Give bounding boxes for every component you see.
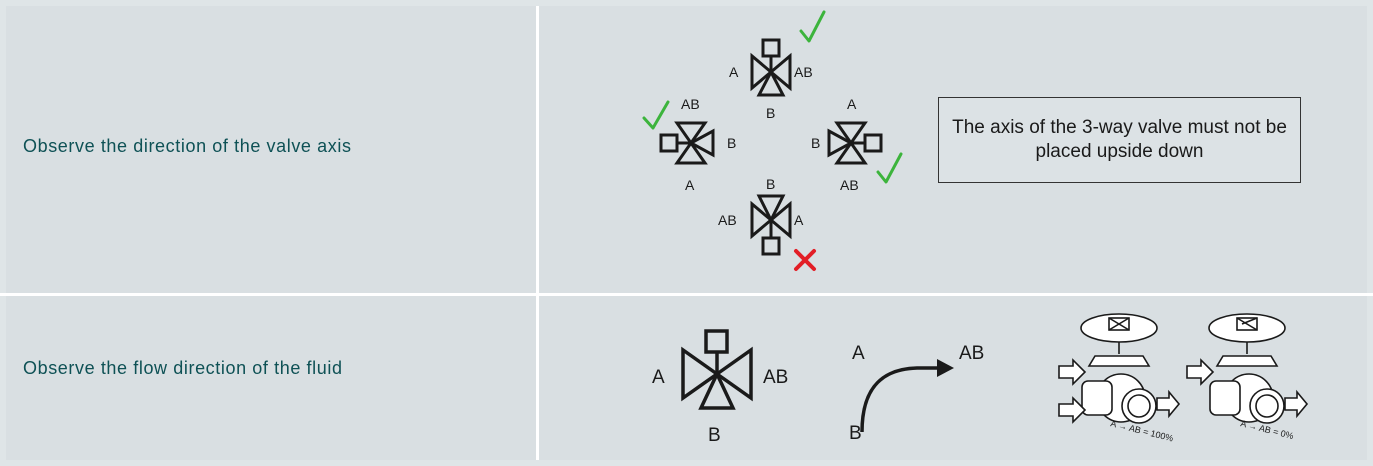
row-label: Observe the flow direction of the fluid	[23, 358, 343, 378]
valve-top-label-ab: AB	[794, 64, 813, 80]
valve-label-a: A	[652, 367, 665, 388]
valve-actuator-icon	[1186, 313, 1309, 424]
flow-label-b: B	[849, 423, 862, 444]
cross-icon	[794, 249, 816, 271]
row-label: Observe the direction of the valve axis	[23, 136, 352, 156]
figure-cell: A AB B AB B A	[539, 6, 1367, 293]
checkmark-icon	[642, 100, 670, 130]
valve-bottom	[750, 194, 792, 256]
valve-label-ab: AB	[763, 367, 788, 388]
valve-axis-diagram: A AB B AB B A	[642, 10, 903, 271]
valve-top	[750, 38, 792, 97]
valve-left	[659, 121, 715, 165]
row-divider	[0, 293, 1373, 296]
valve-right-label-b: B	[811, 135, 820, 151]
valve-bottom-label-ab: AB	[718, 212, 737, 228]
column-divider	[536, 296, 539, 460]
valve-top-label-a: A	[729, 64, 739, 80]
upside-down-warning: The axis of the 3-way valve must not be …	[938, 97, 1301, 183]
valve-right-label-ab: AB	[840, 177, 859, 193]
valve-right	[827, 121, 883, 165]
valve-left-label-b: B	[727, 135, 736, 151]
valve-bottom-label-a: A	[794, 212, 804, 228]
valve-label-b: B	[708, 425, 721, 446]
valve-bottom-label-b: B	[766, 176, 775, 192]
column-divider	[536, 6, 539, 293]
valve-left-label-a: A	[685, 177, 695, 193]
checkmark-icon	[799, 10, 826, 43]
flow-arrow-icon	[860, 359, 954, 433]
valve-left-label-ab: AB	[681, 96, 700, 112]
row-valve-axis: Observe the direction of the valve axis …	[6, 6, 1367, 293]
flow-direction-diagram: A AB B A AB B	[652, 313, 1309, 446]
flow-label-a: A	[852, 343, 865, 364]
row-flow-direction: Observe the flow direction of the fluid …	[6, 296, 1367, 460]
label-cell: Observe the direction of the valve axis	[6, 6, 536, 293]
checkmark-icon	[876, 152, 903, 184]
label-cell: Observe the flow direction of the fluid	[6, 296, 536, 460]
valve-right-label-a: A	[847, 96, 857, 112]
three-way-valve-icon	[681, 329, 753, 410]
valve-top-label-b: B	[766, 105, 775, 121]
flow-label-ab: AB	[959, 343, 984, 364]
actuator-square	[761, 38, 781, 58]
valve-actuator-icon	[1058, 313, 1181, 424]
figure-cell: A AB B A AB B	[539, 296, 1367, 460]
